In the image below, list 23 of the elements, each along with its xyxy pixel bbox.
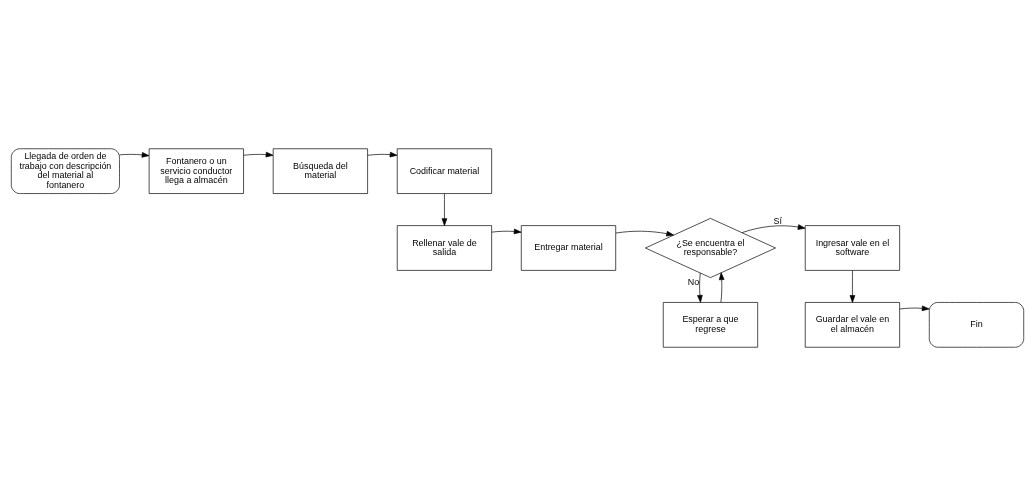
arrow xyxy=(697,272,703,303)
node-box: Búsqueda del material xyxy=(272,147,368,194)
node-box: Fontanero o un servicio conductor llega a almacén xyxy=(148,147,244,194)
edge-label: Sí xyxy=(773,215,782,226)
node-box: Ingresar vale en el software xyxy=(804,224,900,271)
arrow xyxy=(491,228,522,234)
arrow xyxy=(243,151,274,157)
node-box: Entregar material xyxy=(520,224,617,271)
node-box: Llegada de orden de trabajo con descripción del material al fontanero xyxy=(10,147,120,194)
node-box: Codificar material xyxy=(396,147,492,194)
node-box: Esperar a que regrese xyxy=(662,301,759,348)
arrow xyxy=(741,223,806,233)
arrow xyxy=(441,192,448,226)
arrow xyxy=(899,305,930,311)
arrow xyxy=(367,151,398,157)
node-box: Fin xyxy=(928,301,1025,348)
arrow xyxy=(615,230,674,236)
edge-label: No xyxy=(687,276,700,287)
node-box: Rellenar vale de salida xyxy=(396,224,492,271)
node-box: Guardar el vale en el almacén xyxy=(804,301,900,348)
arrow xyxy=(718,271,725,303)
arrow xyxy=(849,269,856,303)
arrow xyxy=(119,151,150,158)
